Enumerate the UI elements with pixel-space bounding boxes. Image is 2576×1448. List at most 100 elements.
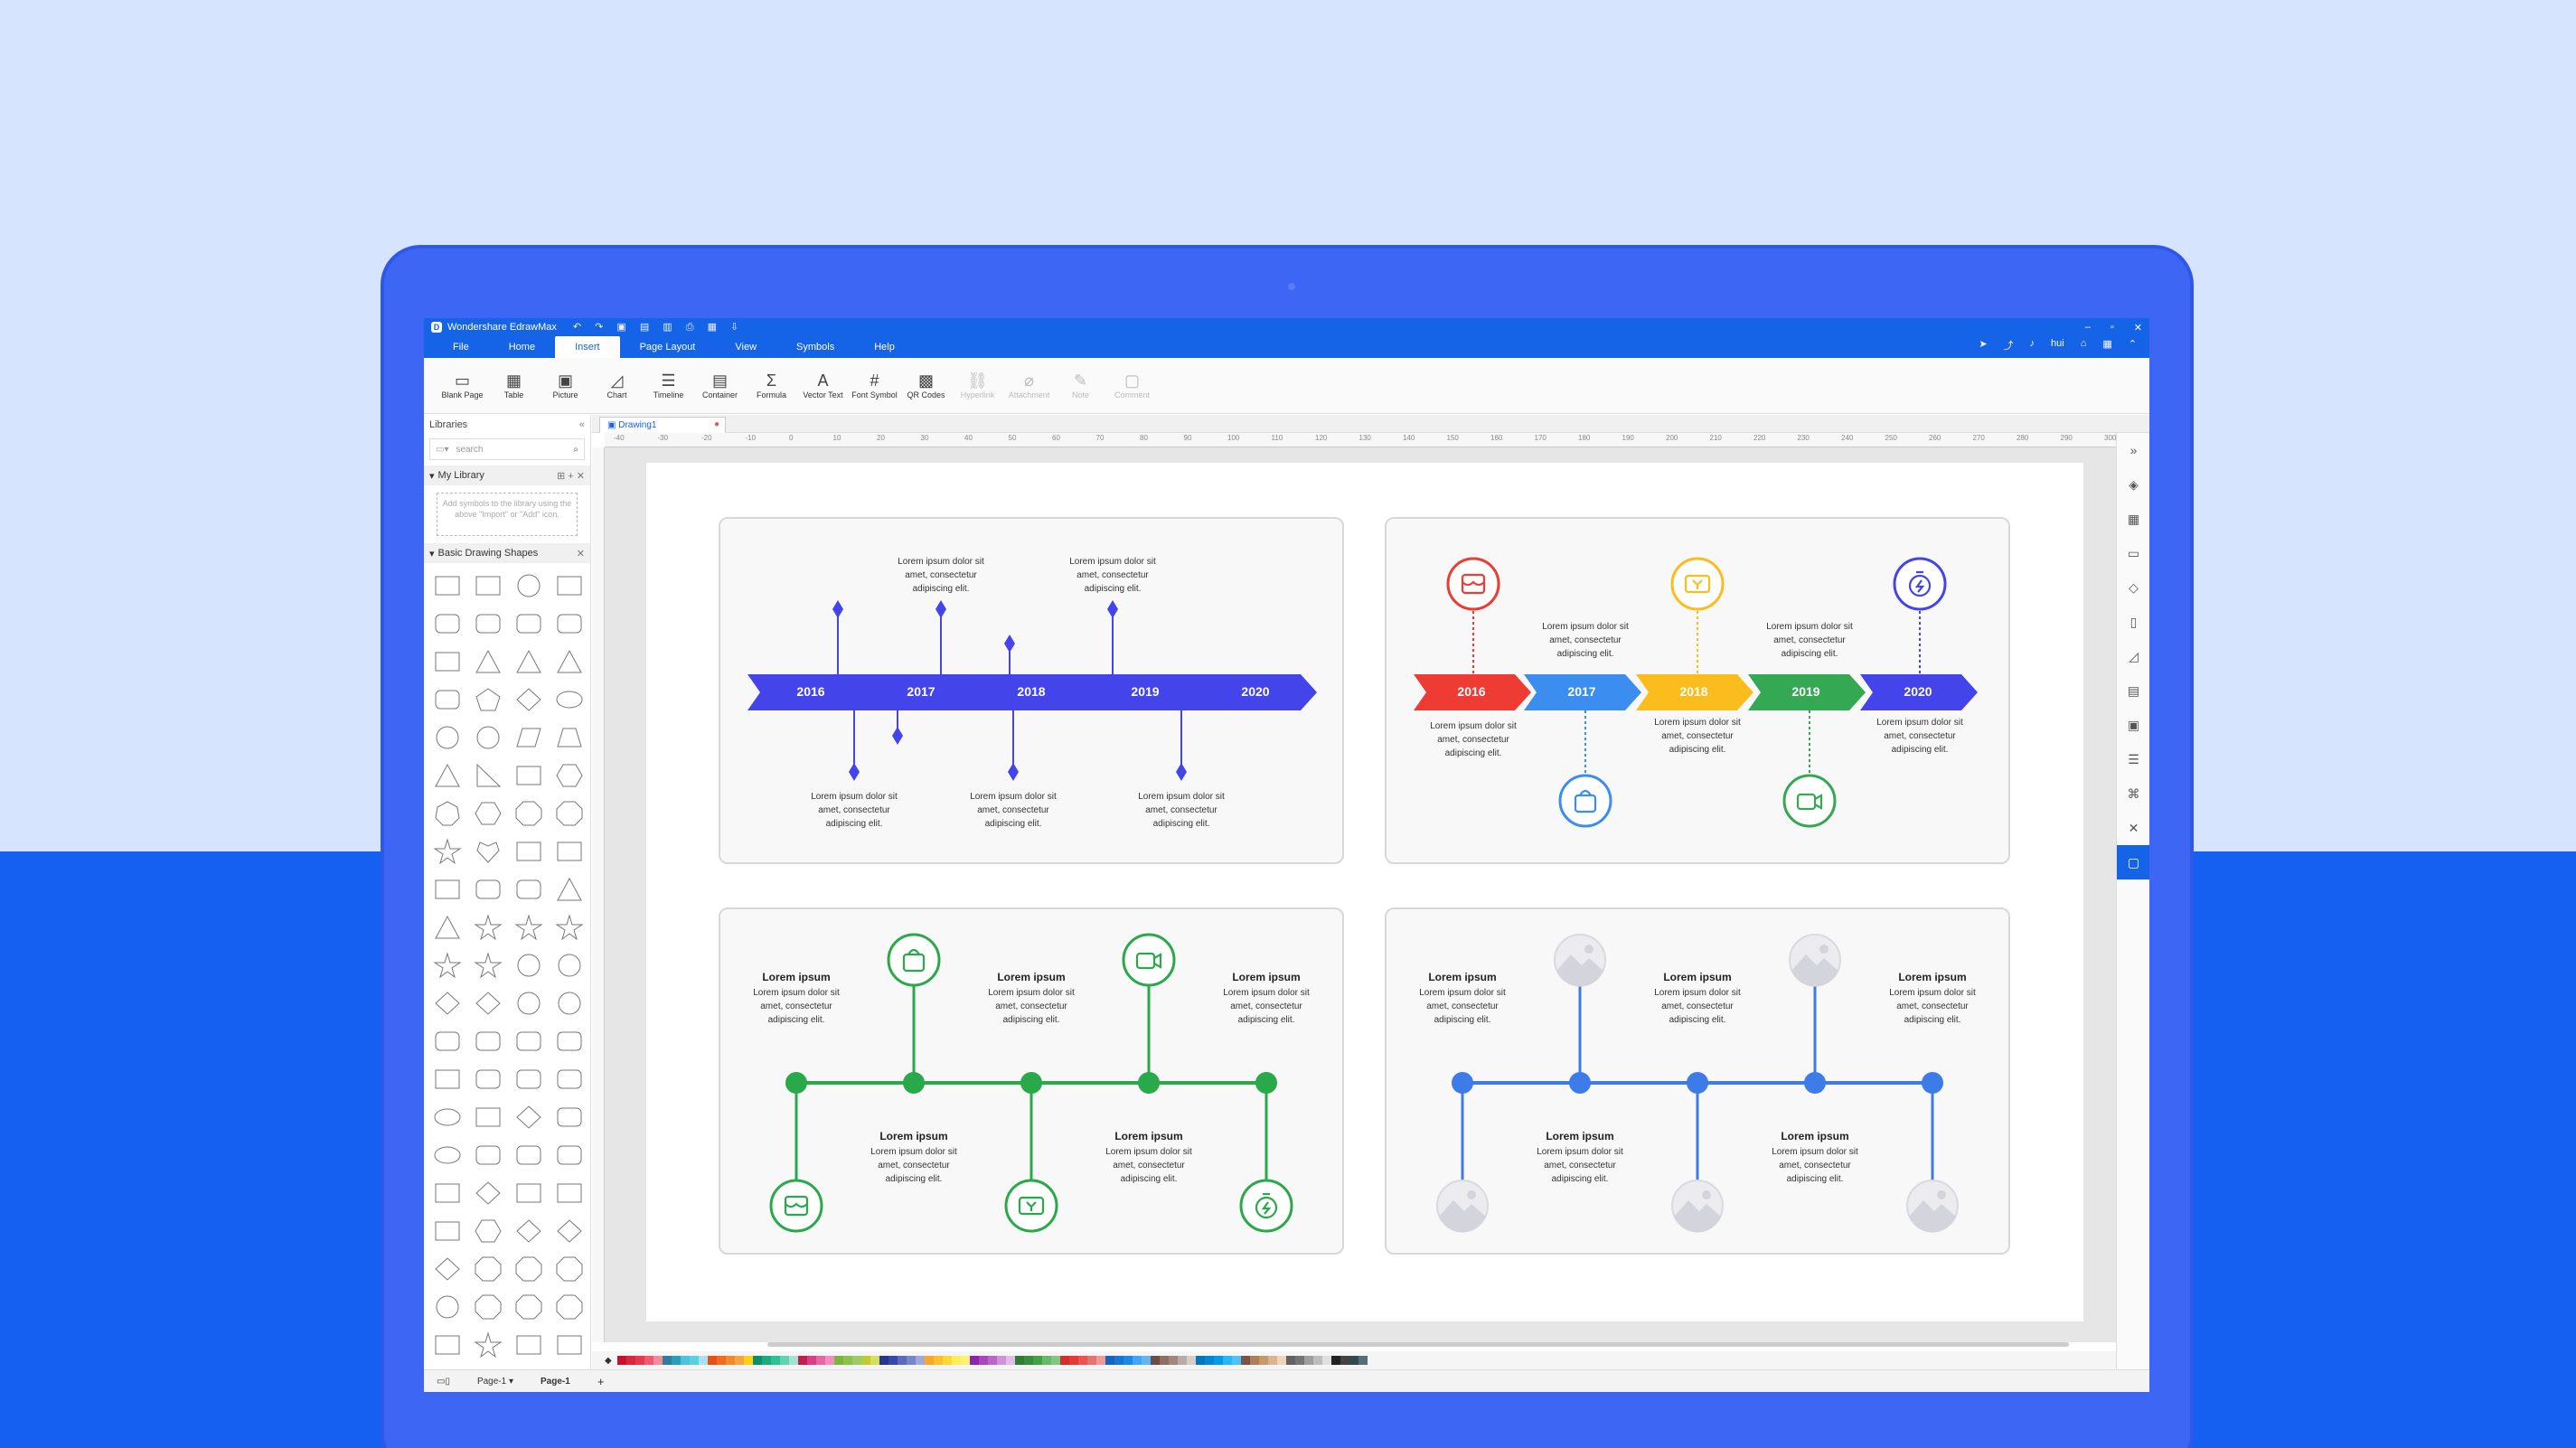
page-icon[interactable]: ▯ (2129, 614, 2138, 629)
page-selector[interactable]: Page-1 ▾ (476, 1376, 514, 1387)
shape-oct-icon[interactable] (553, 798, 586, 829)
color-swatch[interactable] (1177, 1356, 1187, 1365)
chart-icon[interactable]: ◿ (2129, 648, 2139, 663)
qr-codes-button[interactable]: ▩QR Codes (900, 371, 952, 400)
color-swatch[interactable] (1312, 1356, 1322, 1365)
color-swatch[interactable] (779, 1356, 789, 1365)
comment-button[interactable]: ▢Comment (1106, 371, 1158, 400)
shape-ell-icon[interactable] (431, 1140, 464, 1171)
search-icon[interactable]: ⌕ (573, 444, 578, 455)
picture-button[interactable]: ▣Picture (540, 371, 591, 400)
shape-rrect-icon[interactable] (512, 608, 545, 639)
color-swatch[interactable] (860, 1356, 870, 1365)
add-page-button[interactable]: + (597, 1374, 605, 1388)
color-swatch[interactable] (978, 1356, 988, 1365)
color-swatch[interactable] (897, 1356, 907, 1365)
container-button[interactable]: ▤Container (694, 371, 746, 400)
menu-page-layout[interactable]: Page Layout (639, 342, 696, 353)
shape-star-icon[interactable] (431, 836, 464, 867)
shape-rect-icon[interactable] (431, 1330, 464, 1360)
color-swatch[interactable] (797, 1356, 807, 1365)
color-swatch[interactable] (1204, 1356, 1214, 1365)
color-swatch[interactable] (1349, 1356, 1359, 1365)
color-swatch[interactable] (1105, 1356, 1114, 1365)
collapse-icon[interactable]: ⌃ (2128, 339, 2137, 350)
shape-rect-icon[interactable] (512, 1330, 545, 1360)
color-swatch[interactable] (734, 1356, 744, 1365)
shape-oct-icon[interactable] (512, 1292, 545, 1322)
color-swatch[interactable] (716, 1356, 726, 1365)
color-swatch[interactable] (662, 1356, 672, 1365)
image-icon[interactable]: ▭ (2127, 545, 2140, 560)
shape-rrect-icon[interactable] (431, 1026, 464, 1057)
timeline-entry-text[interactable]: Lorem ipsum dolor sit amet, consectetur … (800, 790, 908, 831)
hierarchy-icon[interactable]: ⌘ (2127, 785, 2140, 801)
color-swatch[interactable] (653, 1356, 663, 1365)
shape-rrect-icon[interactable] (512, 874, 545, 905)
shape-rect-icon[interactable] (553, 1330, 586, 1360)
shape-diam-icon[interactable] (431, 1254, 464, 1284)
color-swatch[interactable] (1123, 1356, 1133, 1365)
menu-symbols[interactable]: Symbols (796, 342, 835, 353)
shape-rect-icon[interactable] (512, 836, 545, 867)
timeline-entry-text[interactable]: Lorem ipsum dolor sit amet, consectetur … (1643, 716, 1752, 757)
hyperlink-button[interactable]: ⛓Hyperlink (952, 371, 1003, 400)
shape-rrect-icon[interactable] (431, 684, 464, 715)
shape-rect-icon[interactable] (512, 1178, 545, 1208)
shape-star-icon[interactable] (472, 912, 504, 943)
color-swatch[interactable] (644, 1356, 653, 1365)
color-swatch[interactable] (1294, 1356, 1304, 1365)
basic-shapes-section[interactable]: ▾ Basic Drawing Shapes ✕ (424, 543, 590, 563)
presentation-icon[interactable]: ▢ (2117, 845, 2149, 879)
shape-oct-icon[interactable] (553, 1254, 586, 1284)
color-swatch[interactable] (906, 1356, 916, 1365)
shape-pent-icon[interactable] (472, 684, 504, 715)
quick-access-toolbar[interactable]: ↶ ↷ ▣ ▤ ▥ ⎙ ▦ ⇩ (572, 322, 745, 333)
layers-icon[interactable]: ◇ (2129, 579, 2139, 595)
color-swatch[interactable] (942, 1356, 952, 1365)
color-swatch[interactable] (671, 1356, 681, 1365)
timeline-entry-text[interactable]: Lorem ipsum dolor sit amet, consectetur … (1866, 716, 1974, 757)
color-swatch[interactable] (1213, 1356, 1223, 1365)
share-icon[interactable]: ⤴ (2003, 341, 2014, 352)
color-swatch[interactable] (1077, 1356, 1087, 1365)
color-swatch[interactable] (833, 1356, 843, 1365)
shape-circle-icon[interactable] (553, 950, 586, 981)
shape-trap-icon[interactable] (553, 722, 586, 753)
color-swatch[interactable] (1340, 1356, 1349, 1365)
color-swatch[interactable] (888, 1356, 898, 1365)
shape-rrect-icon[interactable] (472, 874, 504, 905)
document-tab[interactable]: ▣ Drawing1 ● (599, 417, 726, 433)
shape-star-icon[interactable] (512, 912, 545, 943)
color-swatch[interactable] (924, 1356, 934, 1365)
color-swatch[interactable] (707, 1356, 717, 1365)
shape-oct-icon[interactable] (472, 1292, 504, 1322)
color-swatch[interactable] (616, 1356, 626, 1365)
color-swatch[interactable] (933, 1356, 943, 1365)
shape-rrect-icon[interactable] (472, 1064, 504, 1095)
shape-diam-icon[interactable] (431, 988, 464, 1019)
shape-heart-icon[interactable] (472, 836, 504, 867)
shape-rect-icon[interactable] (553, 570, 586, 601)
shape-diam-icon[interactable] (512, 684, 545, 715)
menu-home[interactable]: Home (508, 342, 536, 353)
color-swatch[interactable] (1132, 1356, 1142, 1365)
chart-button[interactable]: ◿Chart (591, 371, 643, 400)
shape-rrect-icon[interactable] (472, 1140, 504, 1171)
timeline-entry-text[interactable]: Lorem ipsum dolor sit amet, consectetur … (1419, 719, 1528, 760)
shape-circle-icon[interactable] (512, 570, 545, 601)
shape-hex-icon[interactable] (472, 1216, 504, 1246)
shape-rrect-icon[interactable] (512, 1140, 545, 1171)
shape-hept-icon[interactable] (431, 798, 464, 829)
grid-icon[interactable]: ▦ (2127, 511, 2140, 526)
font-symbol-button[interactable]: #Font Symbol (849, 371, 900, 400)
